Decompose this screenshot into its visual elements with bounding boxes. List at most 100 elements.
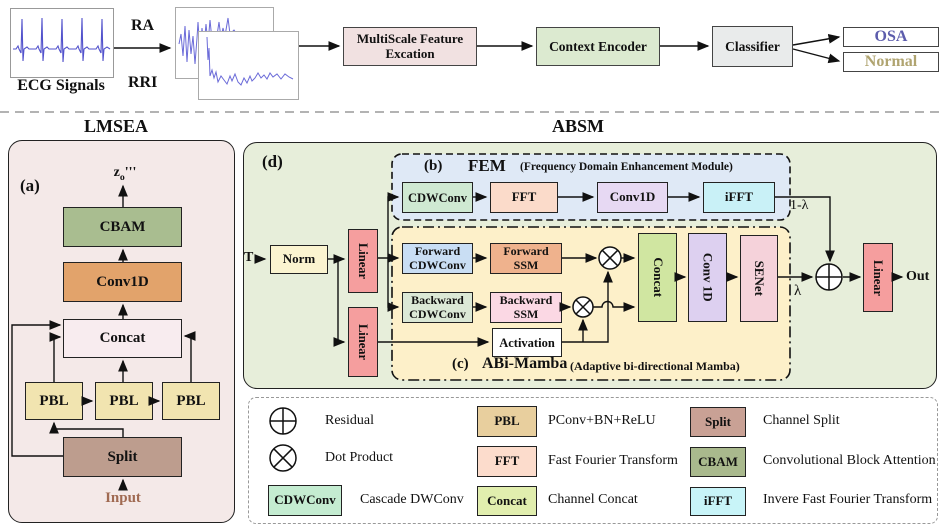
concat-v-label: Concat xyxy=(650,257,666,298)
fem-conv1d-block: Conv1D xyxy=(597,182,668,213)
normal-output-block: Normal xyxy=(843,52,939,72)
fem-ifft-label: iFFT xyxy=(724,189,754,205)
pbl2-block: PBL xyxy=(95,382,153,420)
linear-bottom-label: Linear xyxy=(356,323,371,361)
legend-ifft-block: iFFT xyxy=(690,487,746,516)
legend-split-block: Split xyxy=(690,407,746,437)
legend-concat-label: Channel Concat xyxy=(548,492,638,507)
multiscale-feature-excation-block: MultiScale Feature Excation xyxy=(343,27,477,66)
split-block: Split xyxy=(63,437,182,477)
pbl2-label: PBL xyxy=(109,392,139,409)
ecg-waveform-icon xyxy=(13,17,111,63)
legend-split-label: Channel Split xyxy=(763,413,840,428)
pbl3-block: PBL xyxy=(162,382,220,420)
abimamba-name: ABi-Mamba xyxy=(482,355,568,372)
normal-label: Normal xyxy=(864,53,918,71)
legend-cdwconv-block: CDWConv xyxy=(268,485,342,516)
linear-bottom-block: Linear xyxy=(348,307,378,377)
rri-plot xyxy=(198,31,299,100)
norm-block: Norm xyxy=(270,245,328,274)
legend-pbl-box-label: PBL xyxy=(494,413,520,429)
legend-concat-box-label: Concat xyxy=(487,492,527,508)
legend-cdwconv-label: Cascade DWConv xyxy=(360,492,464,507)
legend-ifft-label: Invere Fast Fourier Transform xyxy=(763,492,933,507)
legend-cbam-label: Convolutional Block Attention xyxy=(763,453,936,468)
activation-block: Activation xyxy=(492,328,562,357)
conv1d-block-lmsea: Conv1D xyxy=(63,262,182,302)
classifier-block: Classifier xyxy=(712,26,793,67)
legend-panel xyxy=(248,397,938,524)
legend-ifft-box-label: iFFT xyxy=(703,493,733,509)
linear-out-block: Linear xyxy=(863,243,893,312)
fem-cdwconv-label: CDWConv xyxy=(407,190,468,205)
fem-conv1d-label: Conv1D xyxy=(609,189,656,205)
cbam-block: CBAM xyxy=(63,207,182,247)
legend-cbam-block: CBAM xyxy=(690,447,746,477)
split-label: Split xyxy=(107,448,138,465)
concat-block-lmsea: Concat xyxy=(63,319,182,358)
fem-cdwconv-block: CDWConv xyxy=(402,182,473,213)
concat-v-block: Concat xyxy=(638,233,677,322)
concat-label: Concat xyxy=(99,330,146,347)
backward-cdwconv-block: Backward CDWConv xyxy=(402,292,473,323)
fem-name: FEM xyxy=(468,156,506,175)
t-input-label: T xyxy=(244,250,254,265)
conv1d-v-block: Conv 1D xyxy=(688,233,727,322)
input-label: Input xyxy=(105,490,141,506)
absm-title: ABSM xyxy=(551,116,605,136)
lambda-label: λ xyxy=(794,283,802,299)
forward-ssm-label: Forward SSM xyxy=(503,244,549,272)
backward-cdwconv-label: Backward CDWConv xyxy=(409,293,466,321)
pbl1-block: PBL xyxy=(25,382,83,420)
cbam-label: CBAM xyxy=(99,218,146,235)
pbl3-label: PBL xyxy=(176,392,206,409)
abimamba-tag: (c) xyxy=(452,356,469,372)
one-minus-lambda-label: 1-λ xyxy=(790,198,809,213)
fem-tag: (b) xyxy=(424,158,443,174)
conv1d-label: Conv1D xyxy=(96,273,149,290)
classifier-label: Classifier xyxy=(725,38,780,54)
legend-fft-box-label: FFT xyxy=(494,453,520,469)
linear-top-block: Linear xyxy=(348,229,378,293)
ecg-signals-label: ECG Signals xyxy=(17,77,105,94)
arrow-classifier-to-osa xyxy=(792,33,841,46)
legend-cbam-box-label: CBAM xyxy=(698,453,738,469)
linear-top-label: Linear xyxy=(356,242,371,280)
senet-label: SENet xyxy=(752,260,768,297)
lmsea-output-label: zo''' xyxy=(114,165,137,183)
rri-waveform-icon xyxy=(206,36,294,86)
fem-fft-label: FFT xyxy=(511,189,537,205)
fem-subtitle: (Frequency Domain Enhancement Module) xyxy=(520,161,733,173)
backward-ssm-label: Backward SSM xyxy=(499,293,553,321)
z-sub: o xyxy=(119,171,125,183)
context-encoder-block: Context Encoder xyxy=(536,27,660,66)
senet-block: SENet xyxy=(740,235,778,322)
legend-concat-block: Concat xyxy=(477,486,537,516)
absm-panel-tag: (d) xyxy=(262,152,283,171)
ecg-plot xyxy=(10,8,114,78)
multiscale-label: MultiScale Feature Excation xyxy=(356,30,464,61)
forward-ssm-block: Forward SSM xyxy=(490,243,562,274)
legend-fft-block: FFT xyxy=(477,446,537,477)
legend-cdwconv-box-label: CDWConv xyxy=(274,492,336,508)
activation-label: Activation xyxy=(499,335,555,350)
pbl1-label: PBL xyxy=(39,392,69,409)
conv1d-v-label: Conv 1D xyxy=(700,253,716,302)
arrow-classifier-to-normal xyxy=(792,48,841,64)
lmsea-panel-tag: (a) xyxy=(20,176,40,195)
linear-out-label: Linear xyxy=(871,259,886,296)
out-label: Out xyxy=(906,269,930,284)
legend-residual-label: Residual xyxy=(325,413,374,428)
osa-output-block: OSA xyxy=(843,27,939,47)
abimamba-subtitle: (Adaptive bi-directional Mamba) xyxy=(570,359,740,373)
ra-label: RA xyxy=(131,17,155,34)
legend-split-box-label: Split xyxy=(704,413,731,429)
forward-cdwconv-label: Forward CDWConv xyxy=(409,244,466,272)
backward-ssm-block: Backward SSM xyxy=(490,292,562,323)
legend-pbl-label: PConv+BN+ReLU xyxy=(548,413,656,428)
legend-fft-label: Fast Fourier Transform xyxy=(548,453,678,468)
fem-fft-block: FFT xyxy=(490,182,558,213)
osa-label: OSA xyxy=(874,28,908,46)
legend-pbl-block: PBL xyxy=(477,406,537,437)
